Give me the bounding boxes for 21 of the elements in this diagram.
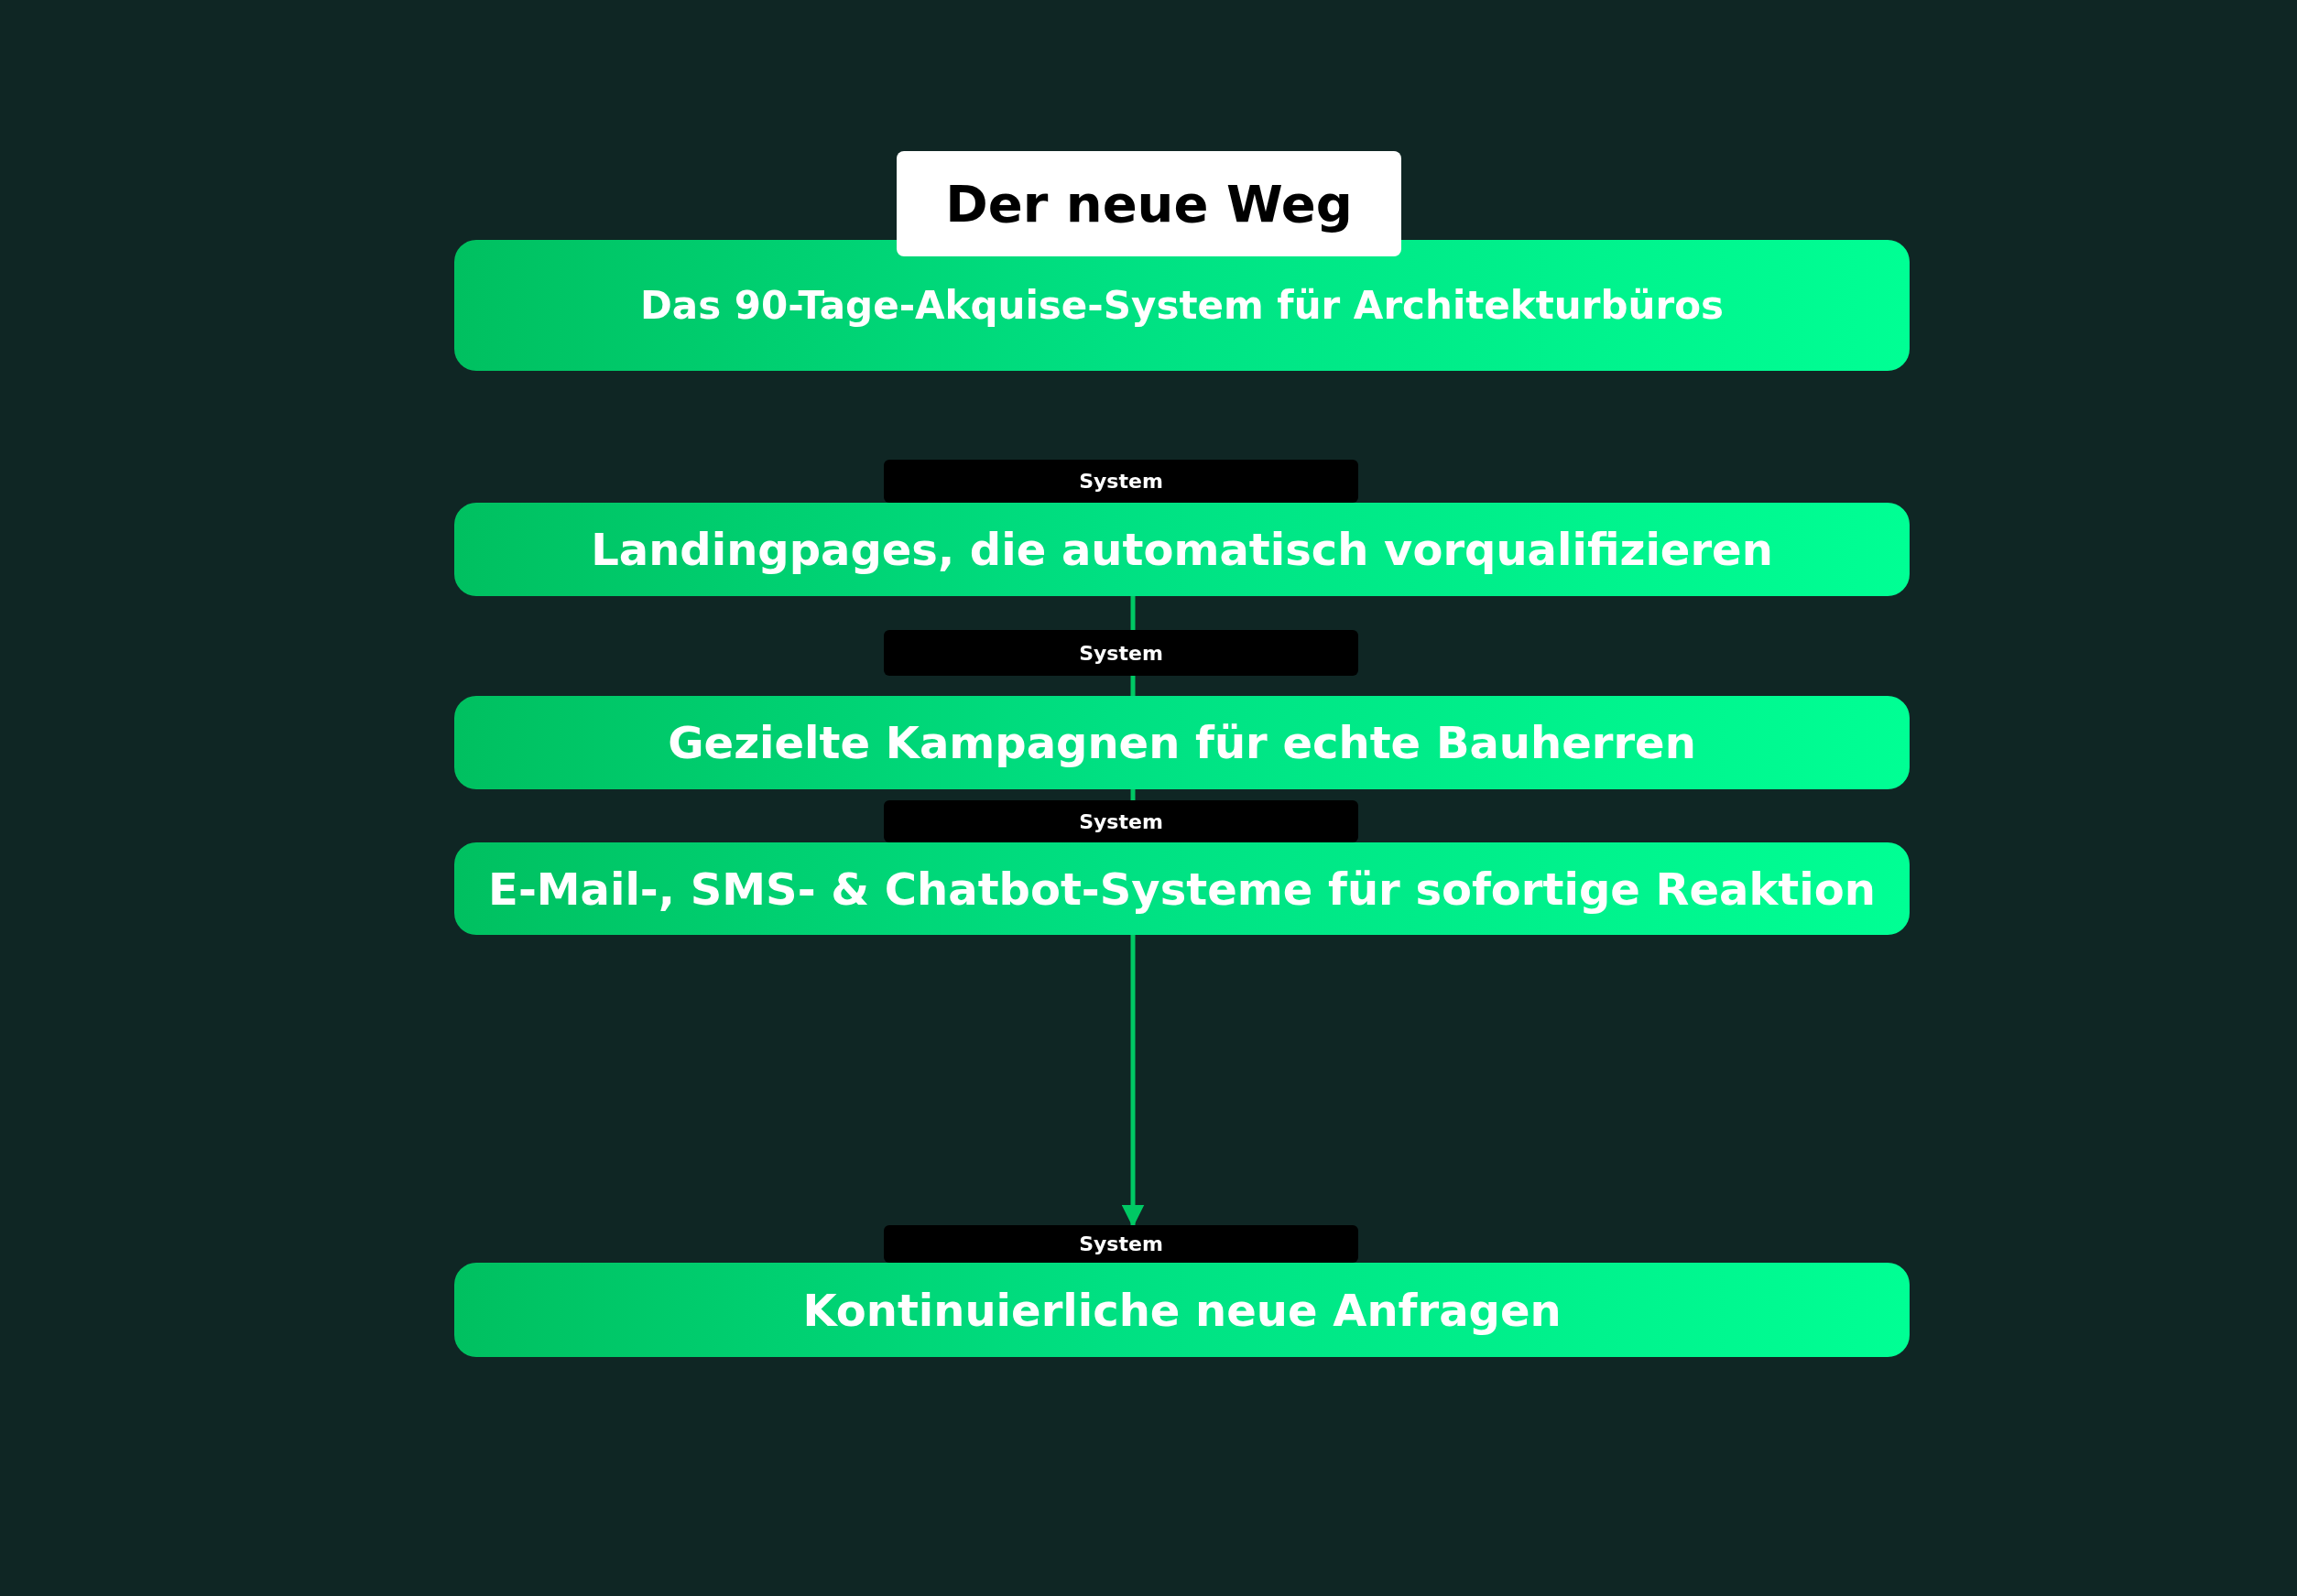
step-box: [454, 240, 1910, 371]
step-box: [454, 842, 1910, 935]
title-text: Der neue Weg: [945, 174, 1353, 233]
tag-text: System: [1079, 809, 1163, 833]
step-text: Landingpages, die automatisch vorqualifizieren: [591, 524, 1773, 575]
step-text: Das 90-Tage-Akquise-System für Architekturbüros: [640, 283, 1724, 328]
step-box: [454, 1263, 1910, 1357]
step-text: Kontinuierliche neue Anfragen: [802, 1284, 1562, 1336]
step-box: [454, 503, 1910, 596]
tag-box: [884, 630, 1358, 676]
step-text: E-Mail-, SMS- & Chatbot-Systeme für sofortige Reaktion: [488, 863, 1876, 915]
tag-box: [884, 460, 1358, 503]
tag-text: System: [1079, 470, 1163, 493]
title-box: [897, 151, 1401, 256]
tag-text: System: [1079, 1232, 1163, 1255]
step-box: [454, 696, 1910, 789]
tag-box: [884, 800, 1358, 842]
step-text: Gezielte Kampagnen für echte Bauherren: [668, 717, 1696, 768]
tag-text: System: [1079, 641, 1163, 665]
connector-arrow: [1121, 935, 1145, 1228]
tag-box: [884, 1225, 1358, 1263]
